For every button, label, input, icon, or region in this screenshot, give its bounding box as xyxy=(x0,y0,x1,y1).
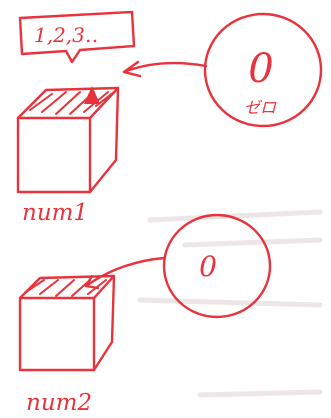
box-num2-label: num2 xyxy=(26,390,92,416)
circle-value-2-text: 0 xyxy=(199,250,217,283)
circle-value-1-text: 0 xyxy=(248,46,273,92)
speech-bubble-text: 1,2,3‥ xyxy=(34,23,98,47)
box-num2: num2 xyxy=(20,276,114,416)
box-num1: num1 xyxy=(18,86,118,226)
box-num1-lid-hatching xyxy=(30,92,114,114)
arrow-into-num1 xyxy=(124,62,206,76)
speech-bubble: 1,2,3‥ xyxy=(20,12,134,62)
background-smudge xyxy=(140,212,320,395)
circle-value-1: 0 ゼロ xyxy=(205,14,321,126)
circle-value-1-caption: ゼロ xyxy=(244,98,277,117)
box-num1-label: num1 xyxy=(22,200,88,226)
arrow-into-num2 xyxy=(86,258,164,288)
